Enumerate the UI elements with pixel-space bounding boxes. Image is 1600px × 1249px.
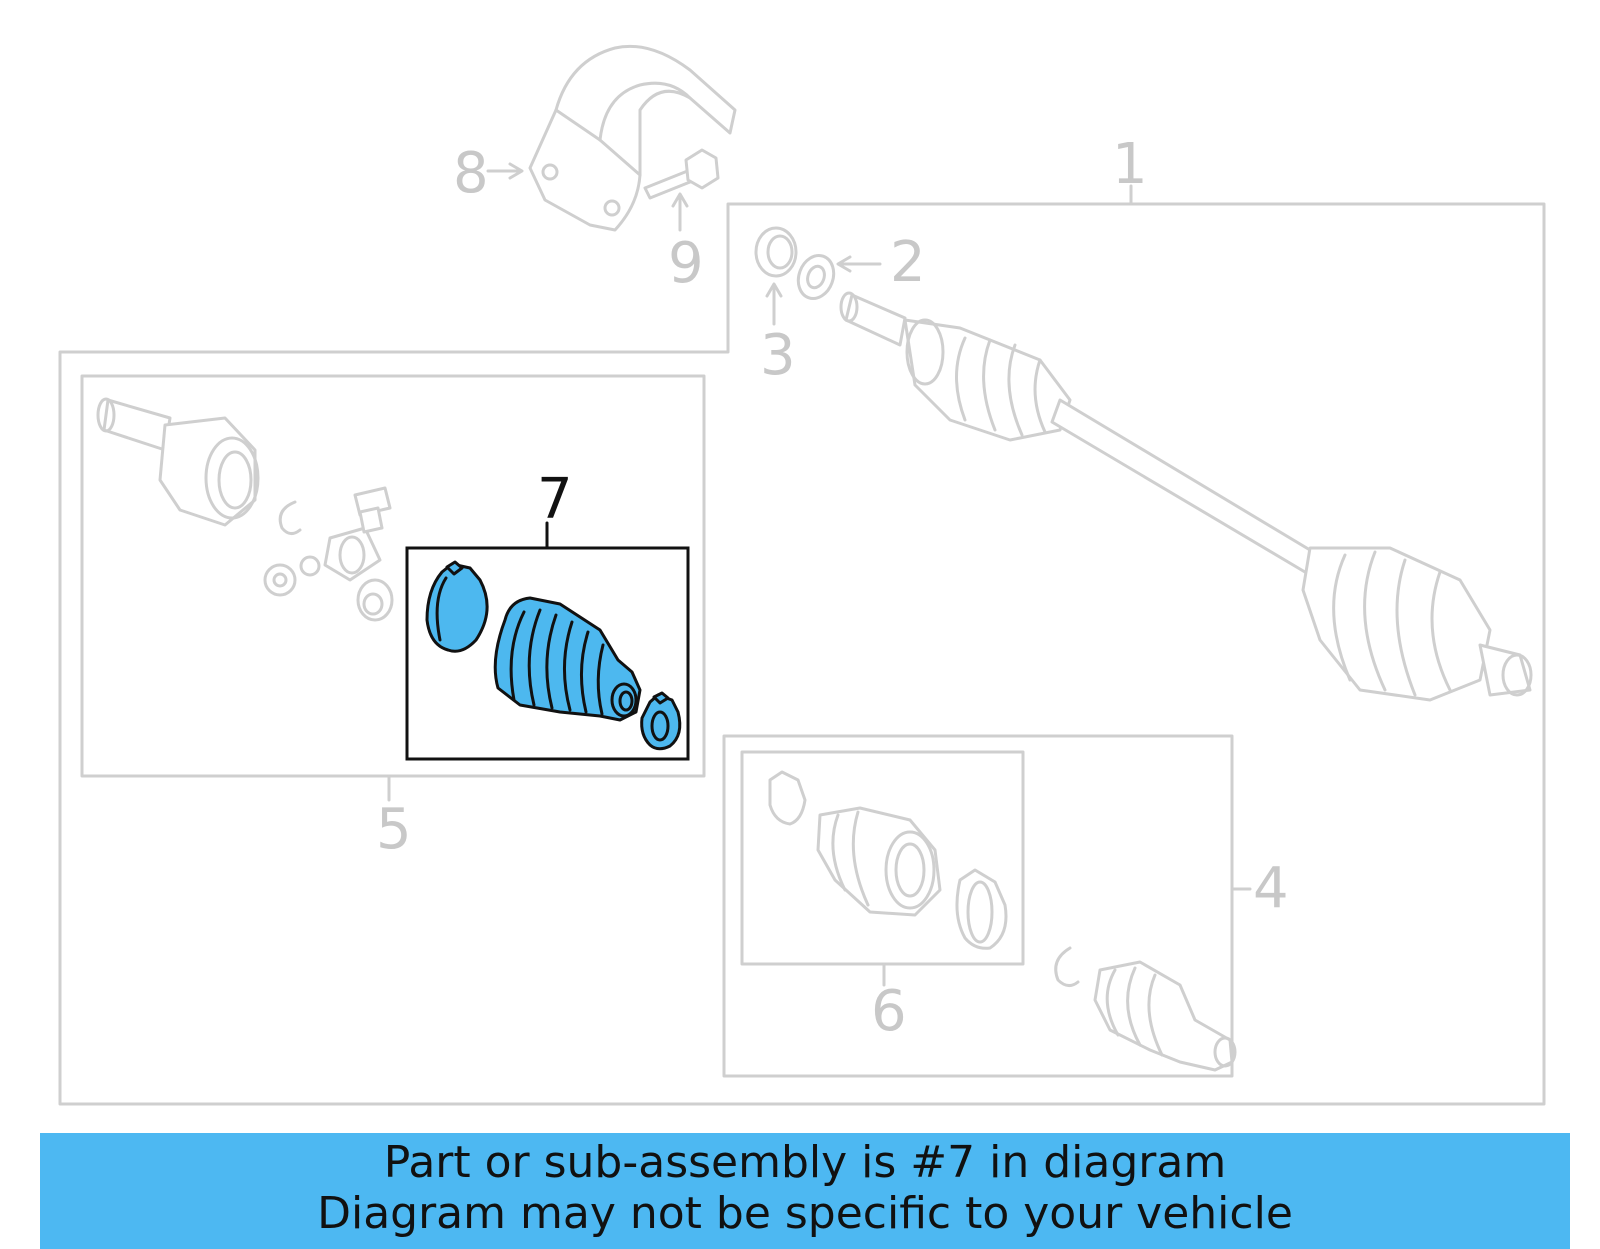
assembly-1-outline [58, 202, 1546, 1106]
subassembly-5-outline [80, 374, 706, 778]
part-9-bolt [643, 148, 720, 200]
callout-6: 6 [871, 979, 907, 1044]
info-banner: Part or sub-assembly is #7 in diagram Di… [40, 1133, 1570, 1249]
callout-7: 7 [537, 467, 573, 532]
part-4-outer-joint [1054, 946, 1237, 1072]
callout-2-arrow [836, 255, 882, 273]
callout-2: 2 [890, 230, 926, 295]
banner-line-2: Diagram may not be specific to your vehi… [317, 1188, 1293, 1239]
part-3-snap-ring [754, 226, 798, 278]
banner-line-1: Part or sub-assembly is #7 in diagram [383, 1137, 1227, 1188]
callout-5: 5 [376, 797, 412, 862]
part-1-axle-shaft [839, 291, 1533, 702]
callout-9: 9 [668, 231, 704, 296]
subassembly-4-outline [722, 734, 1234, 1078]
callout-3-arrow [765, 282, 783, 326]
part-8-bracket [528, 44, 737, 232]
callout-4: 4 [1253, 856, 1289, 921]
part-6-boot-kit [768, 770, 1008, 950]
part-7-boot-kit[interactable] [425, 560, 682, 751]
callout-1: 1 [1112, 132, 1148, 197]
part-5-inner-joint [96, 397, 394, 622]
callout-8: 8 [453, 141, 489, 206]
callout-9-arrow [671, 192, 689, 232]
callout-3: 3 [760, 323, 796, 388]
parts-diagram: 1 5 7 4 6 8 9 2 3 [58, 44, 1546, 1106]
callout-8-arrow [486, 162, 524, 180]
part-2-washer [796, 254, 836, 300]
